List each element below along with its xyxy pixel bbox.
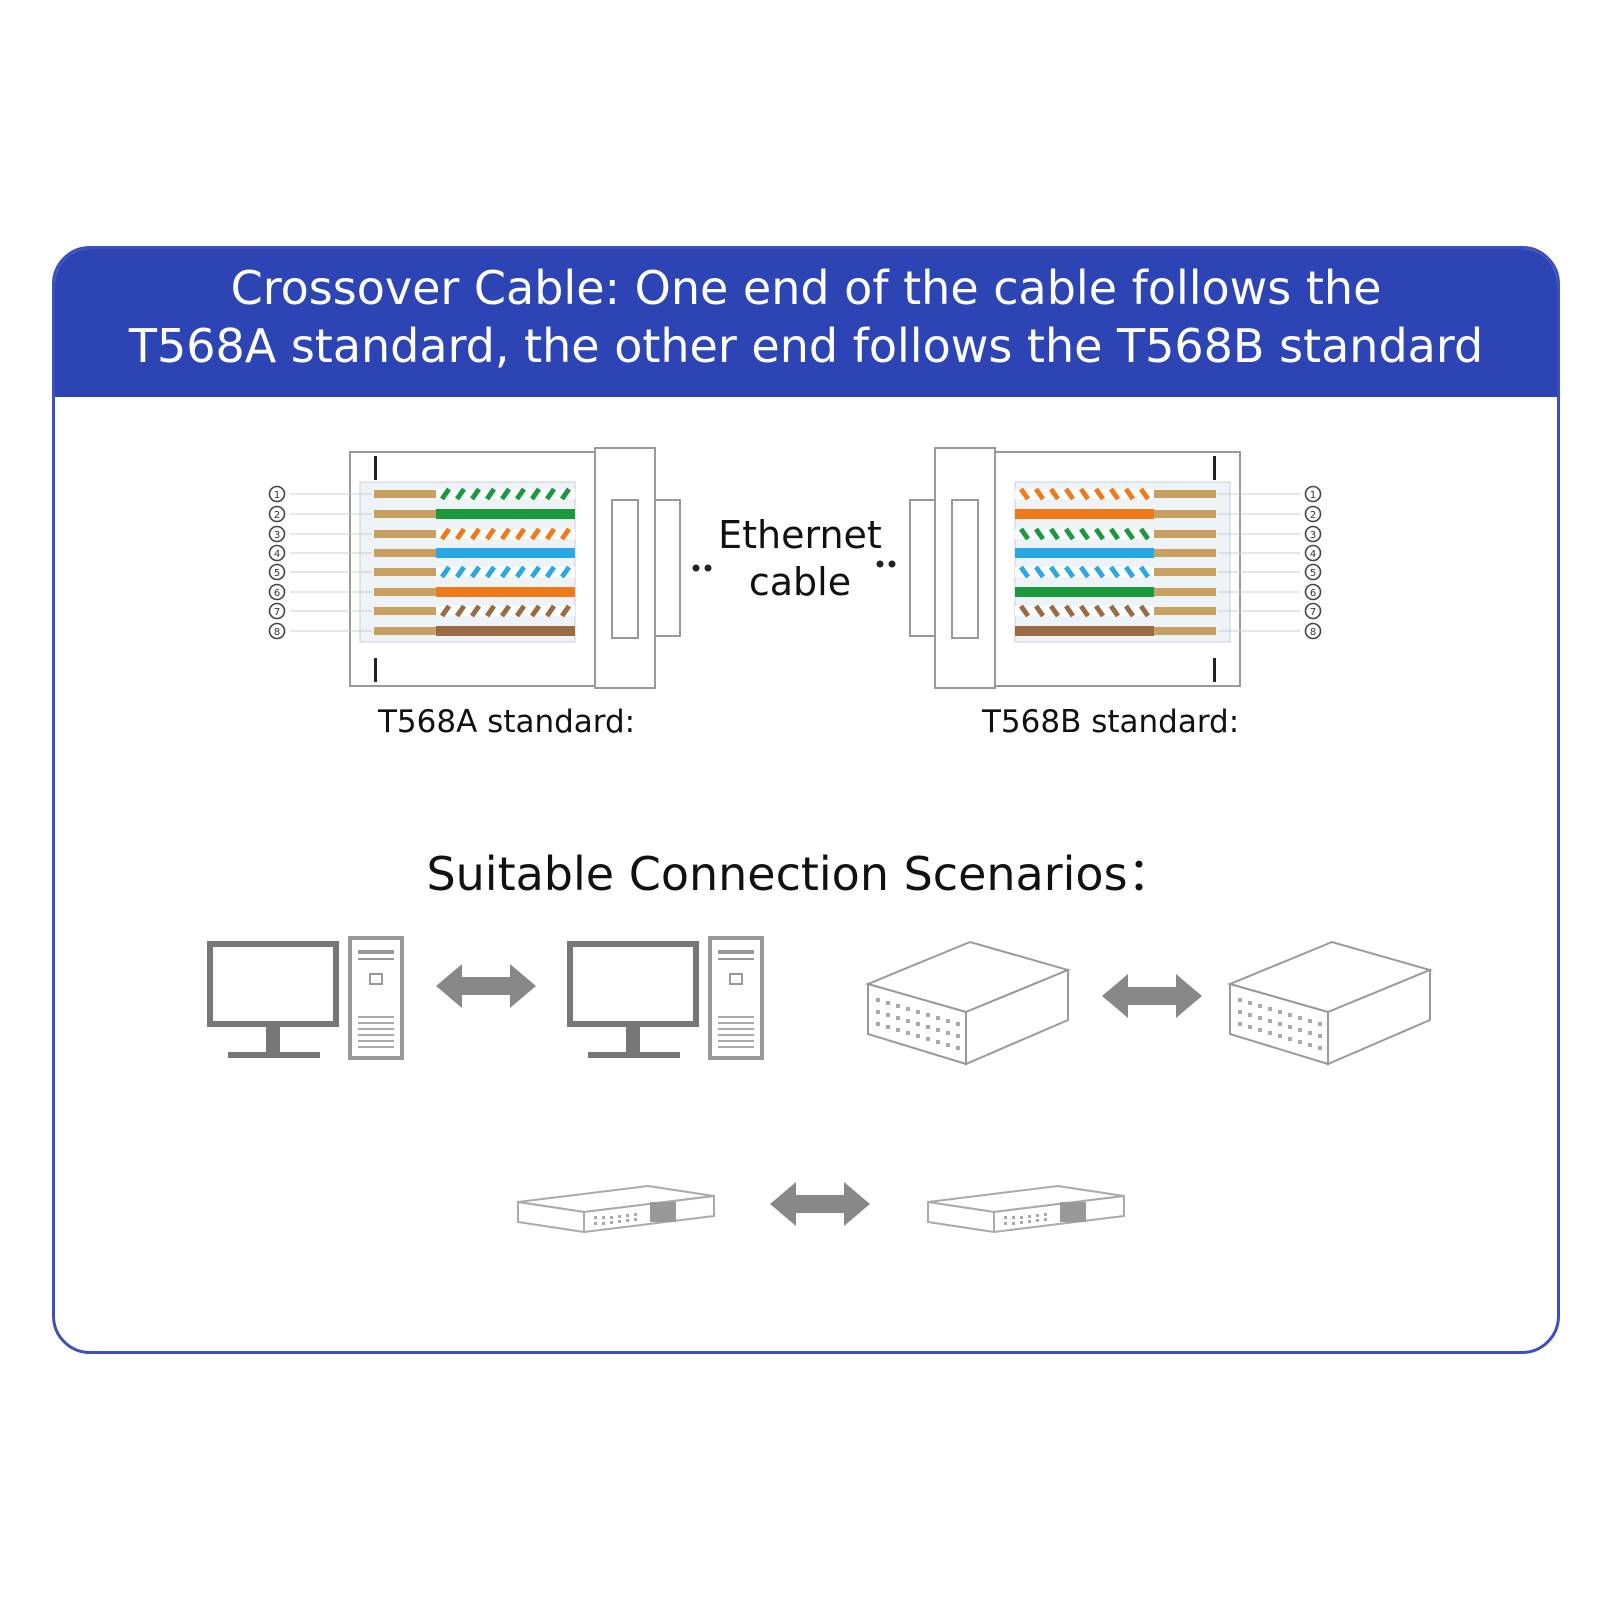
scenarios-title: Suitable Connection Scenarios： [426,847,1174,901]
pin-number: 3 [274,530,280,541]
pin-number-icon [1304,485,1322,503]
ethernet-label-line2: cable [748,560,852,604]
pin-number: 2 [274,510,280,521]
header-title-line2: T568A standard, the other end follows th… [128,319,1484,373]
t568b-connector: 1 2 3 4 5 6 7 8 [909,447,1322,689]
pin-number-icon [1304,583,1322,601]
pin-number: 4 [1310,549,1316,560]
header-banner: Crossover Cable: One end of the cable fo… [55,249,1557,397]
pin-number-icon [268,583,286,601]
pin-number: 8 [1310,627,1316,638]
cable-dots [692,560,896,572]
pin-number-icon [268,544,286,562]
pin-number: 5 [1310,568,1316,579]
pin-number: 1 [274,490,280,501]
pin-number: 6 [1310,588,1316,599]
header-title-line1: Crossover Cable: One end of the cable fo… [230,261,1382,315]
pin-number: 3 [1310,530,1316,541]
pin-number: 4 [274,549,280,560]
pin-number-icon [268,622,286,640]
pin-number: 6 [274,588,280,599]
pin-number: 8 [274,627,280,638]
pin-number-icon [1304,622,1322,640]
pin-number-icon [268,505,286,523]
pin-number: 1 [1310,490,1316,501]
pin-number: 5 [274,568,280,579]
ethernet-label-line1: Ethernet [718,513,882,557]
pin-number-icon [268,485,286,503]
connector-diagram: 1 2 3 4 5 6 7 8 1 2 3 4 5 6 7 8 [268,447,1322,689]
pin-number: 7 [274,607,280,618]
pin-number-icon [1304,505,1322,523]
pin-number-icon [268,525,286,543]
pin-number: 2 [1310,510,1316,521]
pin-number-icon [1304,602,1322,620]
pin-number-icon [1304,525,1322,543]
pin-number: 7 [1310,607,1316,618]
crossover-card: Crossover Cable: One end of the cable fo… [52,246,1560,1354]
ethernet-cable-label: Ethernet cable [700,512,900,606]
pin-number-icon [1304,544,1322,562]
pin-number-icon [268,563,286,581]
t568b-label: T568B standard: [982,704,1240,740]
t568a-connector: 1 2 3 4 5 6 7 8 [268,447,681,689]
t568a-label: T568A standard: [378,704,636,740]
pin-number-icon [1304,563,1322,581]
pin-number-icon [268,602,286,620]
